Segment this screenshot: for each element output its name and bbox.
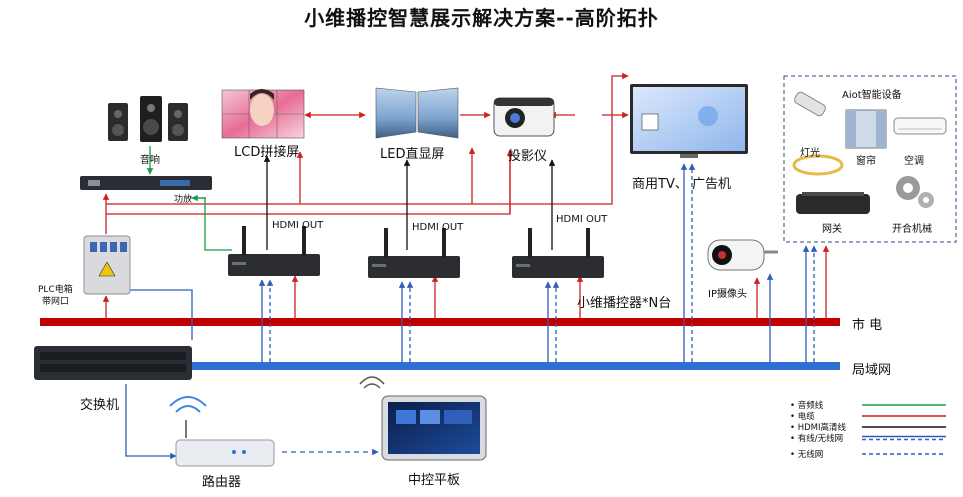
- legend-label: • 有线/无线网: [790, 434, 844, 444]
- speaker-label: 音响: [140, 155, 160, 166]
- controller-label: 小维播控器*N台: [577, 296, 672, 311]
- switch-icon: [34, 346, 192, 380]
- speaker-icon: [108, 96, 188, 142]
- power-bus: [40, 318, 840, 326]
- power-bus-label: 市 电: [852, 318, 883, 333]
- hdmi-out-label-3: HDMI OUT: [556, 214, 608, 225]
- controller-icon: [228, 226, 320, 276]
- lan-bus-label: 局域网: [852, 363, 892, 378]
- led-wall-icon: [375, 87, 459, 139]
- projector-icon: [493, 97, 555, 137]
- legend-label: • 电缆: [790, 412, 815, 422]
- controller-icon: [368, 228, 460, 278]
- aiot-door-label: 开合机械: [892, 224, 932, 235]
- amplifier-icon: [80, 176, 212, 190]
- commercial-tv-label: 商用TV、 广告机: [632, 177, 731, 192]
- lan-bus: [192, 362, 840, 370]
- legend-label: • 无线网: [790, 450, 824, 460]
- page-title: 小维播控智慧展示解决方案--高阶拓扑: [304, 6, 659, 30]
- switch-label: 交换机: [80, 398, 120, 413]
- router-label: 路由器: [202, 475, 242, 490]
- hdmi-out-label-1: HDMI OUT: [272, 220, 324, 231]
- ac-icon: [893, 117, 947, 135]
- aiot-ac-label: 空调: [904, 156, 924, 167]
- commercial-tv-icon: [630, 84, 748, 158]
- amplifier-label: 功放: [174, 195, 193, 205]
- aiot-gateway-label: 网关: [822, 224, 842, 235]
- projector-label: 投影仪: [508, 149, 548, 164]
- plc-label-line2: 带网口: [42, 297, 70, 307]
- plc-label-line1: PLC电箱: [38, 285, 73, 295]
- aiot-frame: [783, 75, 957, 243]
- hdmi-out-label-2: HDMI OUT: [412, 222, 464, 233]
- router-icon: [169, 396, 275, 467]
- gateway-icon: [796, 192, 870, 214]
- curtain-icon: [845, 109, 887, 149]
- lcd-wall-icon: [221, 89, 305, 139]
- legend-label: • 音频线: [790, 401, 824, 411]
- gear-icon: [896, 176, 934, 208]
- legend-label: • HDMI高清线: [790, 423, 846, 433]
- aiot-light-label: 灯光: [800, 148, 820, 159]
- legend: [862, 404, 946, 455]
- led-label: LED直显屏: [380, 147, 445, 162]
- tablet-label: 中控平板: [408, 473, 461, 488]
- aiot-curtain-label: 窗帘: [856, 156, 876, 167]
- ip-camera-icon: [707, 239, 778, 271]
- aiot-title: Aiot智能设备: [842, 90, 902, 101]
- tablet-icon: [359, 376, 487, 461]
- lcd-label: LCD拼接屏: [234, 145, 300, 160]
- plc-box-icon: [83, 235, 131, 295]
- light-icon: [792, 91, 844, 176]
- controller-icon: [512, 228, 604, 278]
- ip-camera-label: IP摄像头: [708, 289, 747, 300]
